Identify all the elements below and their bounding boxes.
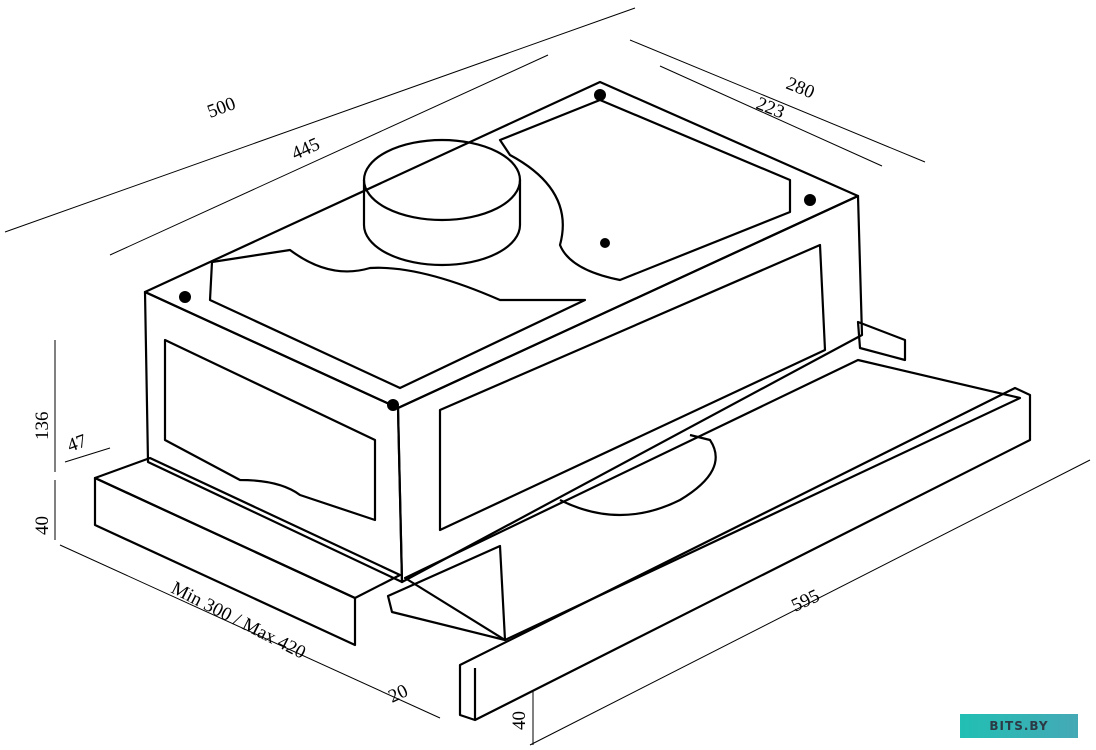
hood-body xyxy=(143,80,864,584)
dim-136: 136 xyxy=(32,412,53,441)
dimension-lines xyxy=(4,7,1091,746)
dim-47: 47 xyxy=(65,430,90,456)
mount-holes xyxy=(179,89,816,411)
dim-223: 223 xyxy=(753,93,787,123)
duct-collar xyxy=(362,138,522,267)
dimension-labels: 500 445 280 223 136 47 40 Min 300 / Max … xyxy=(32,73,823,730)
front-panel xyxy=(403,320,1032,722)
dim-280: 280 xyxy=(783,73,817,103)
watermark-logo: BITS.BY xyxy=(960,714,1078,738)
dim-500: 500 xyxy=(205,93,239,122)
dim-40-left: 40 xyxy=(32,516,53,535)
dim-595: 595 xyxy=(788,585,823,616)
slide-frame xyxy=(93,456,507,647)
dim-40-right: 40 xyxy=(509,711,530,730)
